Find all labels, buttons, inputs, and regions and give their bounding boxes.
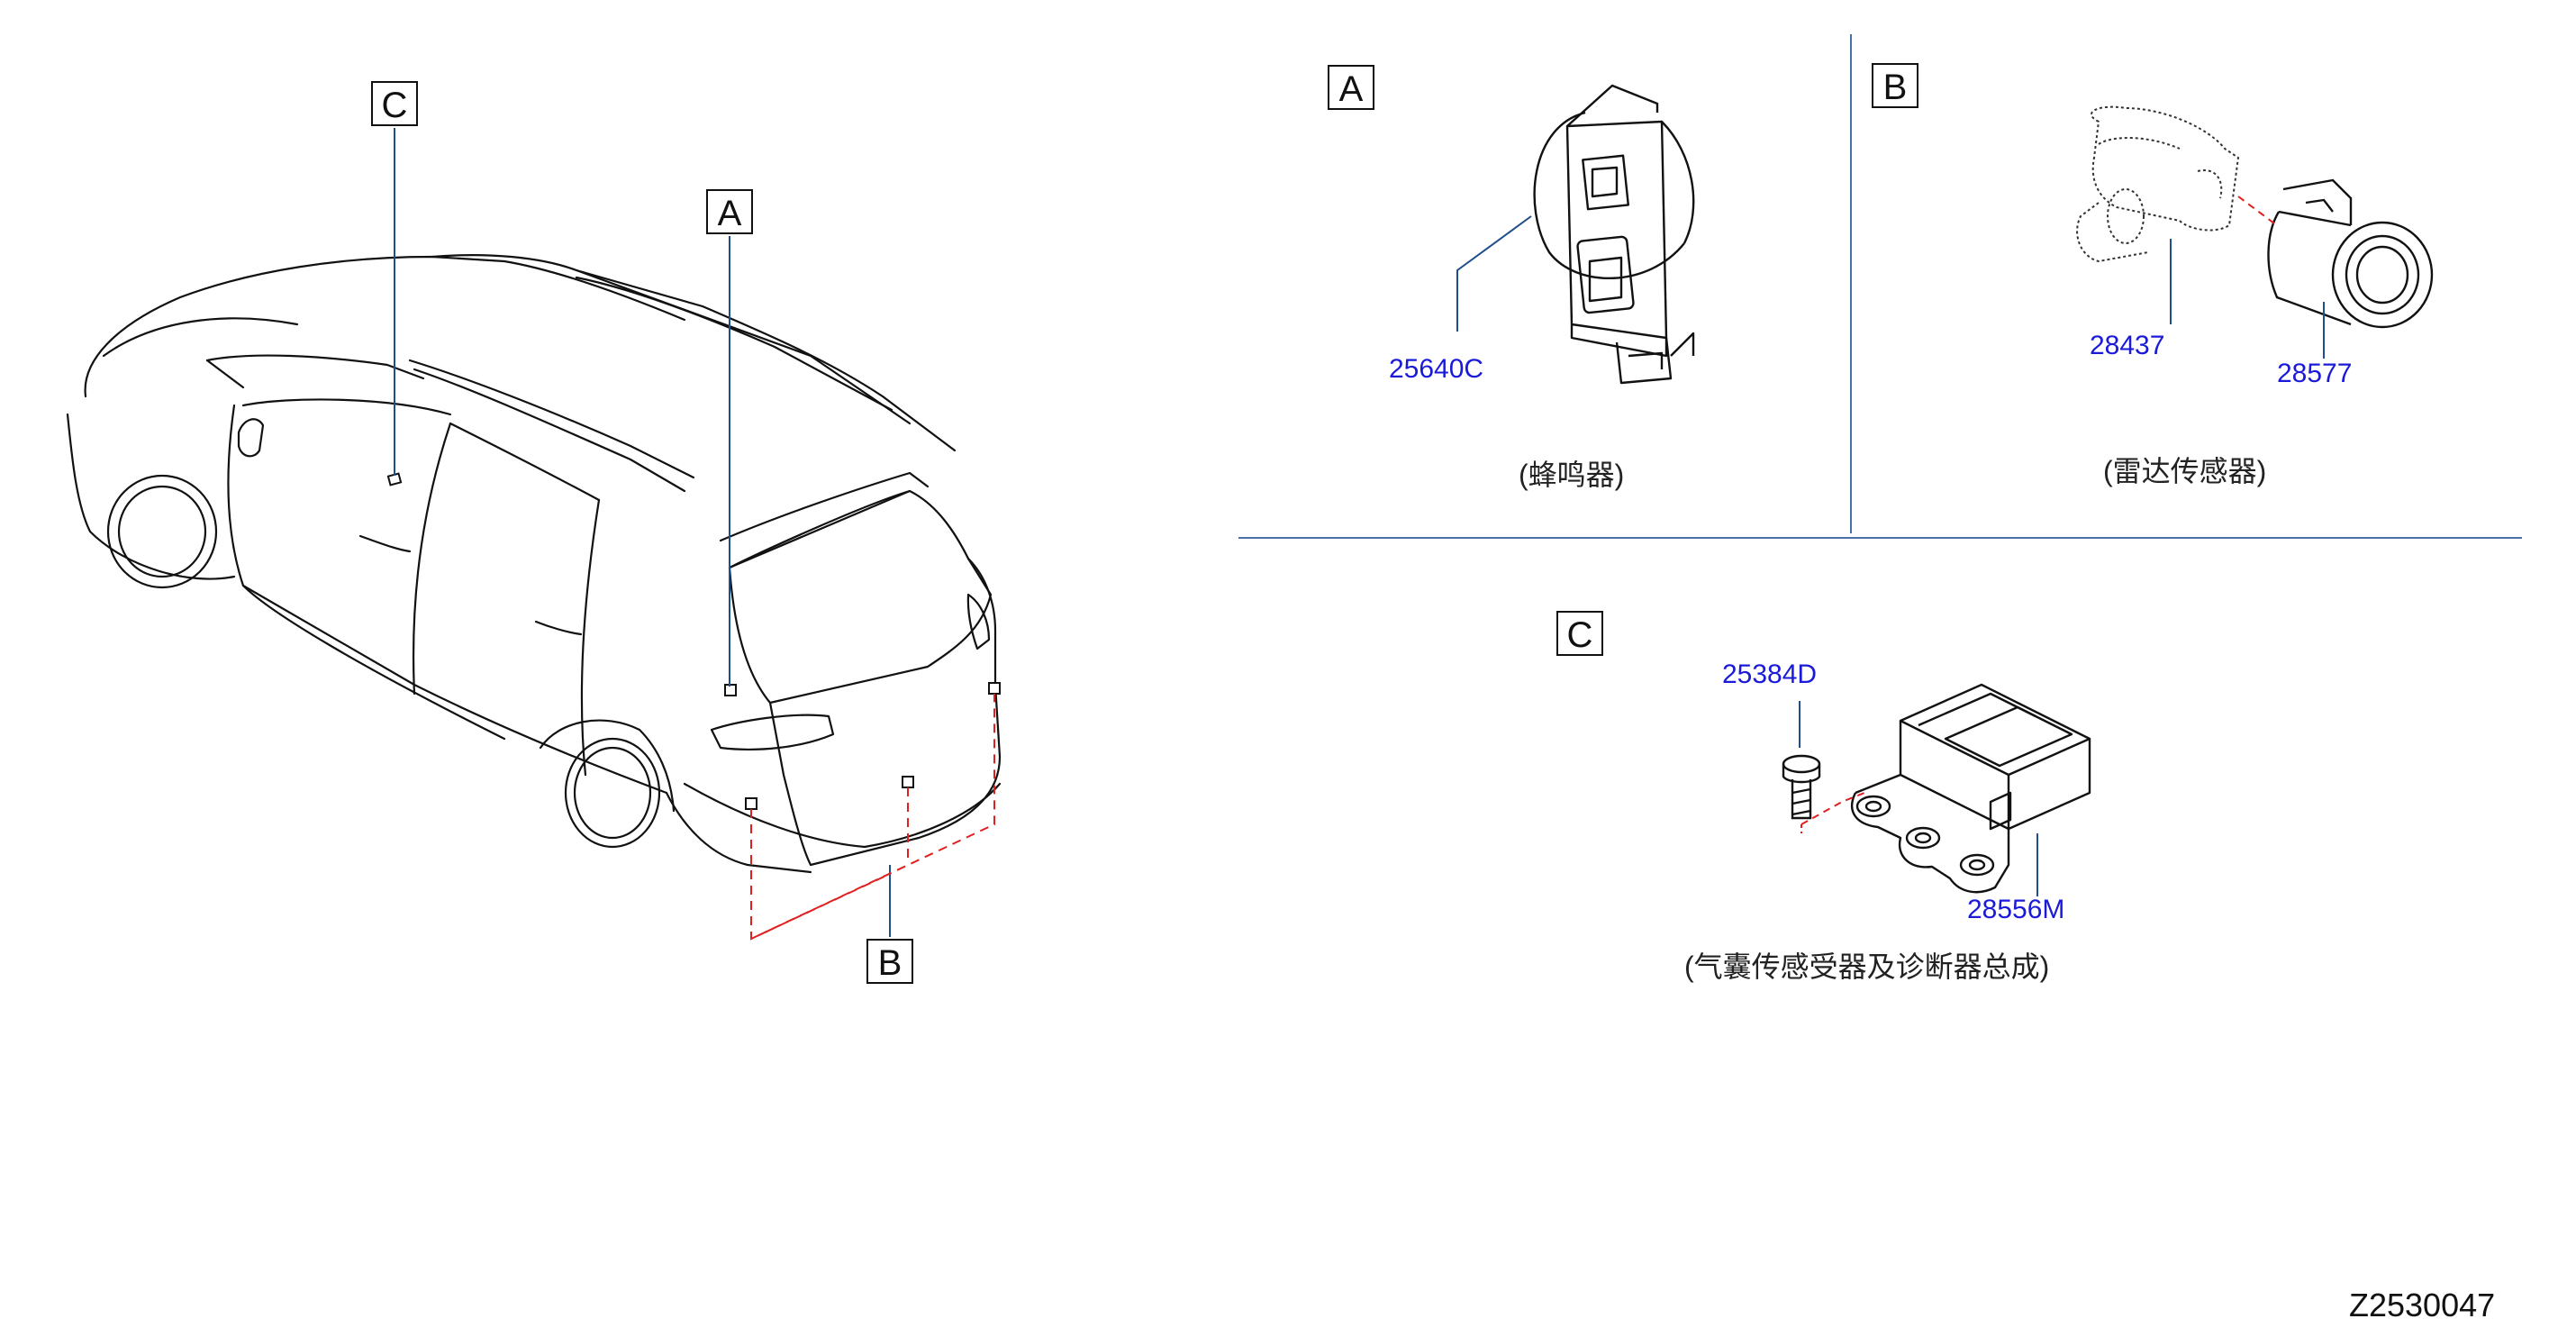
- panel-a-label: A: [1328, 65, 1374, 110]
- panel-b-label: B: [1872, 63, 1918, 108]
- part-number-sensor[interactable]: 28437: [2090, 331, 2165, 360]
- sensor-markers: [386, 472, 1001, 810]
- vehicle-outline: [66, 254, 1002, 874]
- airbag-leaders: [1799, 701, 2038, 896]
- callout-c-car: C: [371, 81, 418, 126]
- callout-a-car: A: [706, 189, 753, 234]
- car-dashed-lines: [750, 694, 995, 941]
- part-number-bolt[interactable]: 25384D: [1722, 659, 1818, 689]
- part-number-airbag-unit[interactable]: 28556M: [1967, 895, 2065, 924]
- caption-radar-sensor: (雷达传感器): [2103, 455, 2267, 487]
- airbag-unit-drawing: [1851, 683, 2091, 894]
- callout-b-car: B: [866, 939, 913, 984]
- caption-buzzer: (蜂鸣器): [1519, 459, 1625, 491]
- diagram-code: Z2530047: [2349, 1287, 2496, 1323]
- car-leader-lines: [394, 128, 891, 937]
- bezel-drawing: [2267, 178, 2434, 329]
- panel-c-label: C: [1556, 611, 1603, 656]
- buzzer-leader: [1456, 215, 1532, 332]
- radar-sensor-drawing: [2076, 105, 2240, 263]
- bolt-drawing: [1782, 754, 1821, 820]
- radar-leaders: [2170, 196, 2325, 359]
- part-number-buzzer[interactable]: 25640C: [1389, 354, 1484, 384]
- buzzer-drawing: [1533, 84, 1695, 385]
- caption-airbag-unit: (气囊传感受器及诊断器总成): [1684, 950, 2050, 983]
- part-number-bezel[interactable]: 28577: [2277, 359, 2353, 388]
